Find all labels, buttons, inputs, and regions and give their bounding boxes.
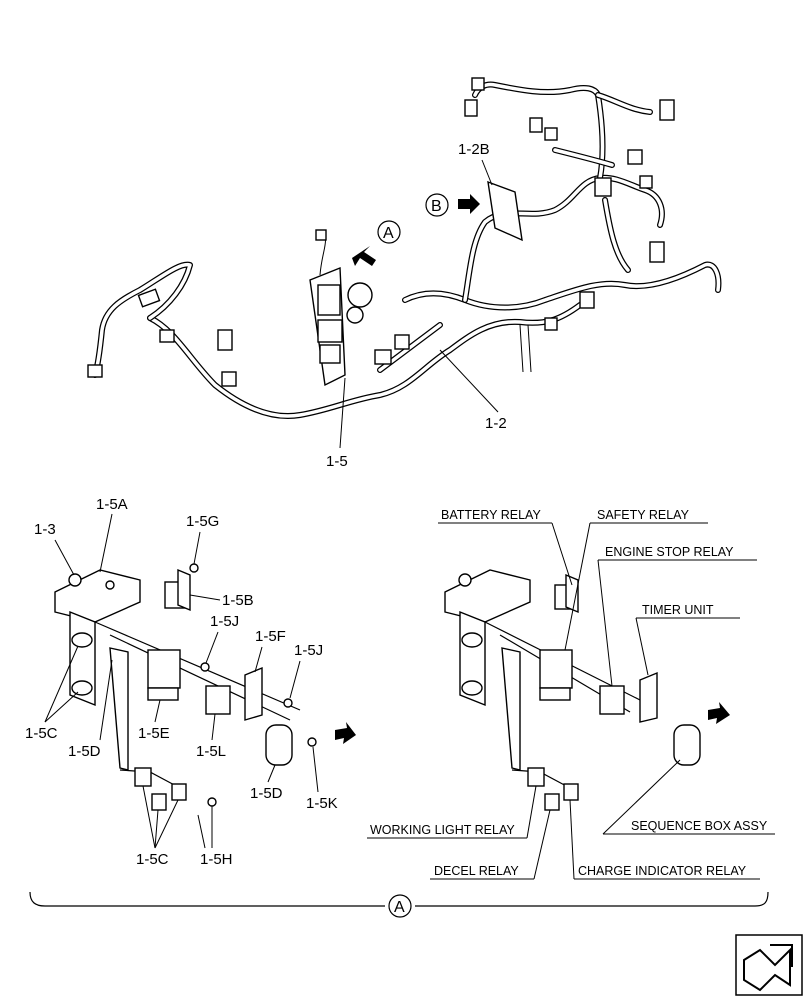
label-decel-relay: DECEL RELAY xyxy=(434,864,519,878)
label-safety-relay: SAFETY RELAY xyxy=(597,508,690,522)
label-sequence-box-assy: SEQUENCE BOX ASSY xyxy=(631,819,768,833)
forward-arrow-icon[interactable] xyxy=(735,934,803,996)
callout-1-5b: 1-5B xyxy=(222,592,254,609)
view-b-label: B xyxy=(431,198,442,215)
label-charge-indicator-relay: CHARGE INDICATOR RELAY xyxy=(578,864,747,878)
callout-1-5: 1-5 xyxy=(326,453,348,470)
main-harness xyxy=(87,77,722,419)
callout-1-3: 1-3 xyxy=(34,521,56,538)
callout-1-5l: 1-5L xyxy=(196,743,226,760)
view-a-brace: A xyxy=(29,891,769,918)
top-callouts: 1-2B 1-2 1-5 xyxy=(326,141,507,470)
callout-1-5c-bottom: 1-5C xyxy=(136,851,169,868)
callout-1-5j-right: 1-5J xyxy=(294,642,323,659)
exploded-view-left xyxy=(54,563,356,811)
callout-1-5j-upper: 1-5J xyxy=(210,613,239,630)
exploded-view-right xyxy=(444,569,730,811)
sequence-box-mounted xyxy=(309,229,373,387)
callout-1-5d-unit: 1-5D xyxy=(250,785,283,802)
bracket-1-2b xyxy=(487,180,523,242)
exploded-callouts-left: 1-5A 1-3 1-5G 1-5B 1-5J 1-5F 1-5J 1-5C 1… xyxy=(25,496,338,868)
callout-1-5f: 1-5F xyxy=(255,628,286,645)
callout-1-5c-left: 1-5C xyxy=(25,725,58,742)
label-working-light-relay: WORKING LIGHT RELAY xyxy=(370,823,515,837)
named-callouts-right: BATTERY RELAY SAFETY RELAY ENGINE STOP R… xyxy=(367,508,775,880)
callout-1-5h: 1-5H xyxy=(200,851,233,868)
callout-1-5d-lower: 1-5D xyxy=(68,743,101,760)
label-battery-relay: BATTERY RELAY xyxy=(441,508,541,522)
callout-1-5g: 1-5G xyxy=(186,513,219,530)
callout-1-2: 1-2 xyxy=(485,415,507,432)
callout-1-5a: 1-5A xyxy=(96,496,128,513)
callout-1-2b: 1-2B xyxy=(458,141,490,158)
view-a-marker: A xyxy=(394,899,405,916)
label-timer-unit: TIMER UNIT xyxy=(642,603,714,617)
label-engine-stop-relay: ENGINE STOP RELAY xyxy=(605,545,734,559)
callout-1-5e: 1-5E xyxy=(138,725,170,742)
callout-1-5k: 1-5K xyxy=(306,795,338,812)
view-a-label: A xyxy=(383,225,394,242)
view-arrows: A B xyxy=(352,193,480,266)
